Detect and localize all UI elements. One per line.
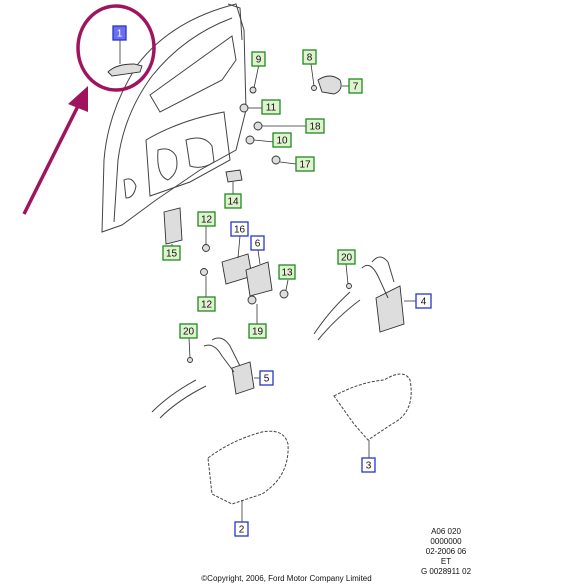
callout-number: 17 xyxy=(299,160,311,171)
callout-number: 15 xyxy=(166,249,178,260)
callout-number: 1 xyxy=(117,29,123,40)
callout-number: 9 xyxy=(256,55,262,66)
callout-5[interactable]: 5 xyxy=(259,370,274,386)
highlight-circle xyxy=(76,4,156,92)
callout-box xyxy=(250,235,265,251)
callout-number: 10 xyxy=(276,136,288,147)
callout-number: 18 xyxy=(309,122,321,133)
callout-box xyxy=(162,245,181,261)
part-check-assembly xyxy=(200,226,289,324)
callout-18[interactable]: 18 xyxy=(305,118,325,134)
callout-12[interactable]: 12 xyxy=(197,296,216,312)
callout-10[interactable]: 10 xyxy=(272,132,292,148)
part-watershield-left xyxy=(207,430,289,522)
callout-12[interactable]: 12 xyxy=(197,211,216,227)
callout-number: 13 xyxy=(281,268,293,279)
callout-number: 3 xyxy=(366,461,372,472)
callout-16[interactable]: 16 xyxy=(230,221,249,237)
callout-box xyxy=(179,323,198,339)
callout-8[interactable]: 8 xyxy=(302,49,317,65)
callout-15[interactable]: 15 xyxy=(162,245,181,261)
part-watershield-right xyxy=(333,373,412,458)
callout-box xyxy=(261,99,281,115)
stamp-line: 02-2006 06 xyxy=(425,547,467,556)
callout-number: 7 xyxy=(353,82,359,93)
stamp-line: ET xyxy=(440,557,452,566)
callout-9[interactable]: 9 xyxy=(251,51,266,67)
callout-box xyxy=(295,156,315,172)
callout-17[interactable]: 17 xyxy=(295,156,315,172)
callout-7[interactable]: 7 xyxy=(348,78,363,94)
callout-box xyxy=(272,132,292,148)
callout-box xyxy=(348,78,363,94)
callout-2[interactable]: 2 xyxy=(234,521,249,537)
callout-14[interactable]: 14 xyxy=(224,193,242,209)
callout-box xyxy=(361,457,376,473)
callout-number: 6 xyxy=(255,239,261,250)
callout-box xyxy=(278,264,296,280)
callout-4[interactable]: 4 xyxy=(415,293,432,309)
callout-box xyxy=(234,521,249,537)
stamp-line: G 0028911 02 xyxy=(420,567,472,576)
callout-box xyxy=(415,293,432,309)
callout-number: 11 xyxy=(266,103,277,114)
callout-13[interactable]: 13 xyxy=(278,264,296,280)
callout-box xyxy=(224,193,242,209)
callout-number: 20 xyxy=(341,253,353,264)
part-pads xyxy=(163,169,243,246)
highlight-arrow xyxy=(22,86,88,215)
callout-number: 20 xyxy=(183,327,195,338)
callout-number: 2 xyxy=(239,525,245,536)
callout-box xyxy=(230,221,249,237)
callout-number: 14 xyxy=(227,197,239,208)
part-exterior-handle xyxy=(107,40,143,77)
part-latch-left xyxy=(151,337,262,419)
callout-box xyxy=(197,211,216,227)
callout-number: 5 xyxy=(264,374,270,385)
callout-box xyxy=(248,323,267,339)
callout-box xyxy=(302,49,317,65)
callout-box xyxy=(259,370,274,386)
callout-number: 12 xyxy=(201,215,213,226)
callout-number: 19 xyxy=(252,327,264,338)
drawing-reference-stamp: A06 020 0000000 02-2006 06 ET G 0028911 … xyxy=(396,527,496,577)
callout-number: 16 xyxy=(234,225,246,236)
callout-number: 12 xyxy=(201,300,213,311)
callout-box xyxy=(251,51,266,67)
callout-box xyxy=(197,296,216,312)
callout-box xyxy=(305,118,325,134)
callout-19[interactable]: 19 xyxy=(248,323,267,339)
callout-20[interactable]: 20 xyxy=(179,323,198,339)
callout-box xyxy=(337,249,356,265)
callout-11[interactable]: 11 xyxy=(261,99,281,115)
stamp-line: A06 020 xyxy=(431,527,461,536)
part-latch-right xyxy=(313,256,416,341)
stamp-line: 0000000 xyxy=(430,537,462,546)
part-bolts-upper xyxy=(239,63,350,165)
callout-box xyxy=(112,25,127,41)
callout-20[interactable]: 20 xyxy=(337,249,356,265)
callout-6[interactable]: 6 xyxy=(250,235,265,251)
door-frame xyxy=(101,3,247,233)
copyright-notice: ©Copyright, 2006, Ford Motor Company Lim… xyxy=(201,574,372,583)
callout-number: 8 xyxy=(307,53,313,64)
callout-3[interactable]: 3 xyxy=(361,457,376,473)
callout-number: 4 xyxy=(421,297,427,308)
callout-1[interactable]: 1 xyxy=(112,25,127,41)
